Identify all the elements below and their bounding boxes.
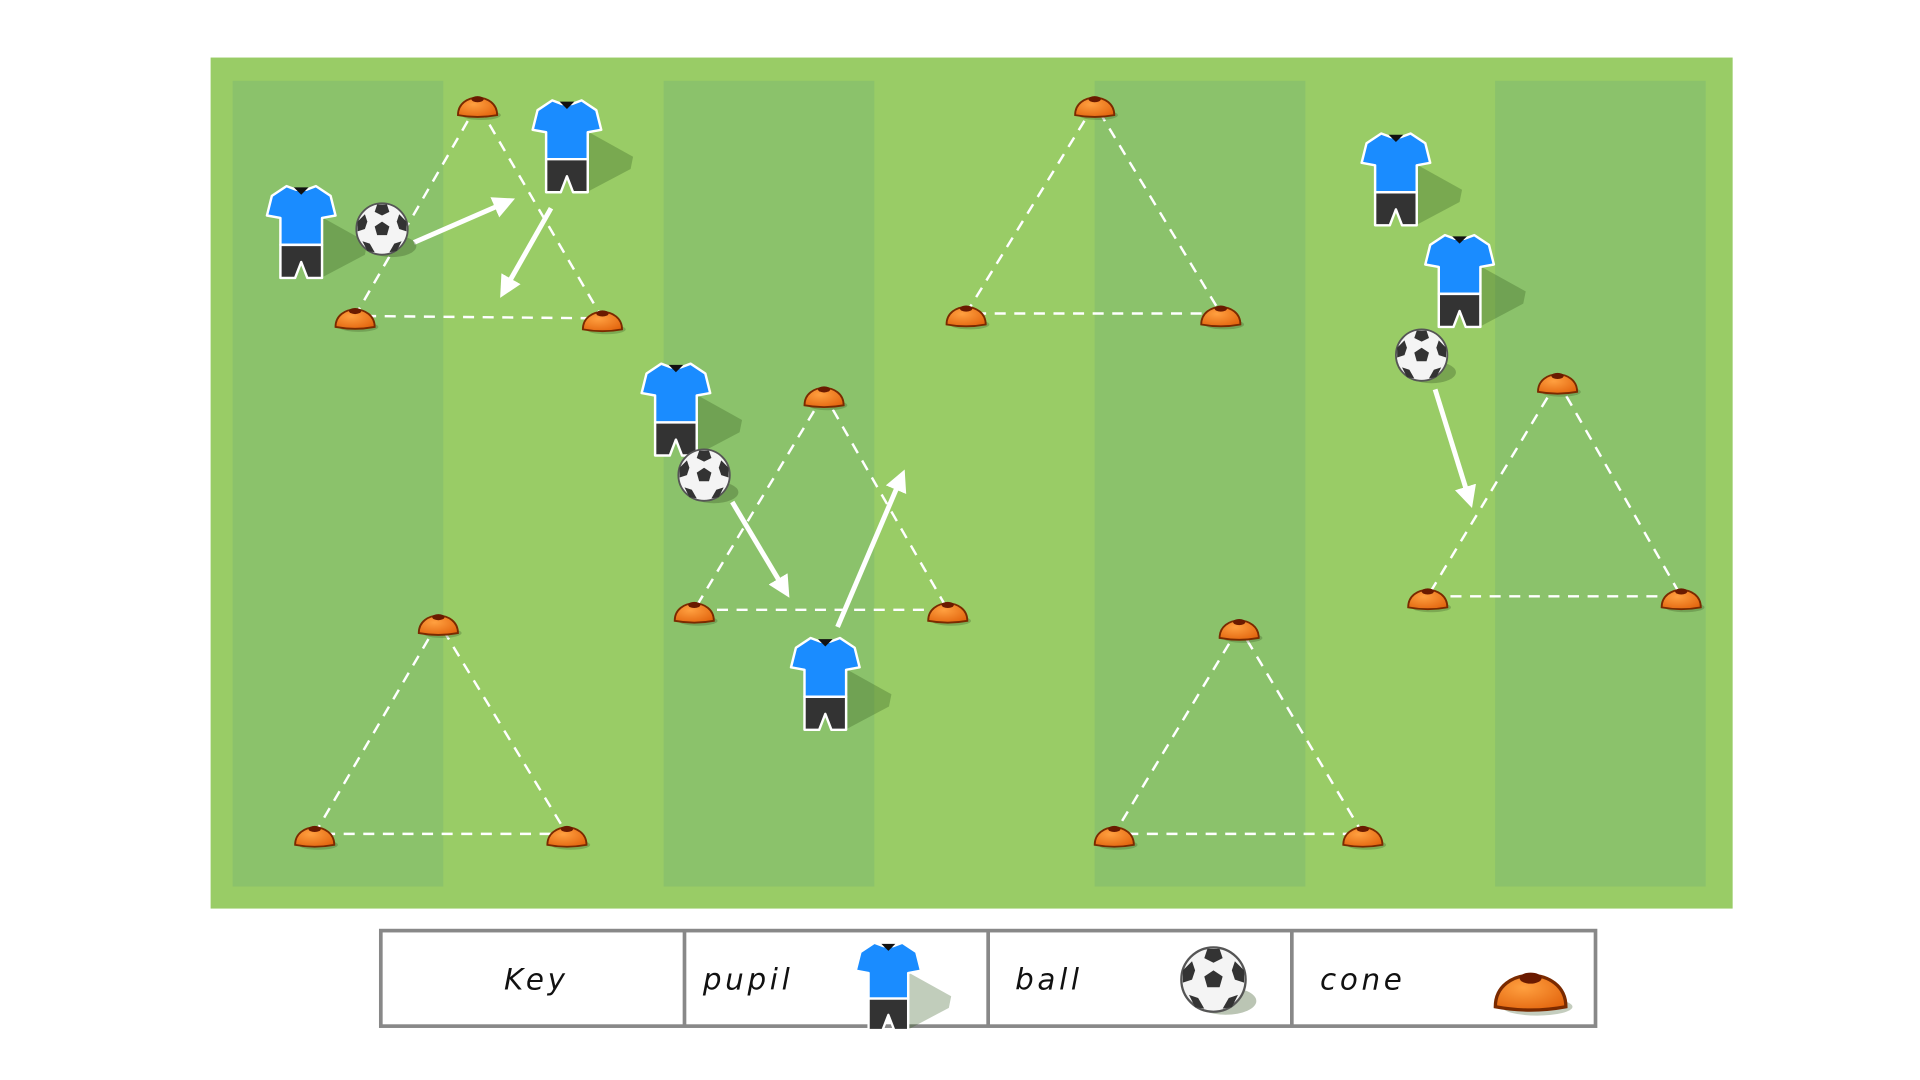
key-title: Key — [504, 962, 569, 996]
dashed-triangle — [1112, 624, 1366, 836]
key-label-ball: ball — [1015, 962, 1083, 996]
key-legend: Key pupil ball cone — [378, 928, 1598, 1032]
movement-arrows — [412, 197, 1476, 628]
dashed-triangle — [1425, 378, 1684, 598]
cone-triangles — [312, 101, 1684, 836]
arrow — [500, 206, 554, 298]
arrow — [835, 469, 907, 628]
dashed-triangle — [312, 619, 570, 836]
dashed-triangle — [692, 391, 950, 612]
arrow — [1432, 388, 1476, 509]
pitch-stripes — [232, 80, 1706, 887]
pitch — [210, 57, 1733, 909]
pitch-stripe — [232, 80, 444, 887]
dashed-triangle — [352, 101, 605, 320]
key-label-cone: cone — [1320, 962, 1406, 996]
pitch-stripe — [1495, 80, 1706, 887]
arrow — [412, 197, 516, 245]
dashed-triangle — [963, 101, 1223, 315]
key-label-pupil: pupil — [702, 962, 794, 996]
pitch-stripe — [1094, 80, 1306, 887]
arrow — [730, 500, 790, 598]
